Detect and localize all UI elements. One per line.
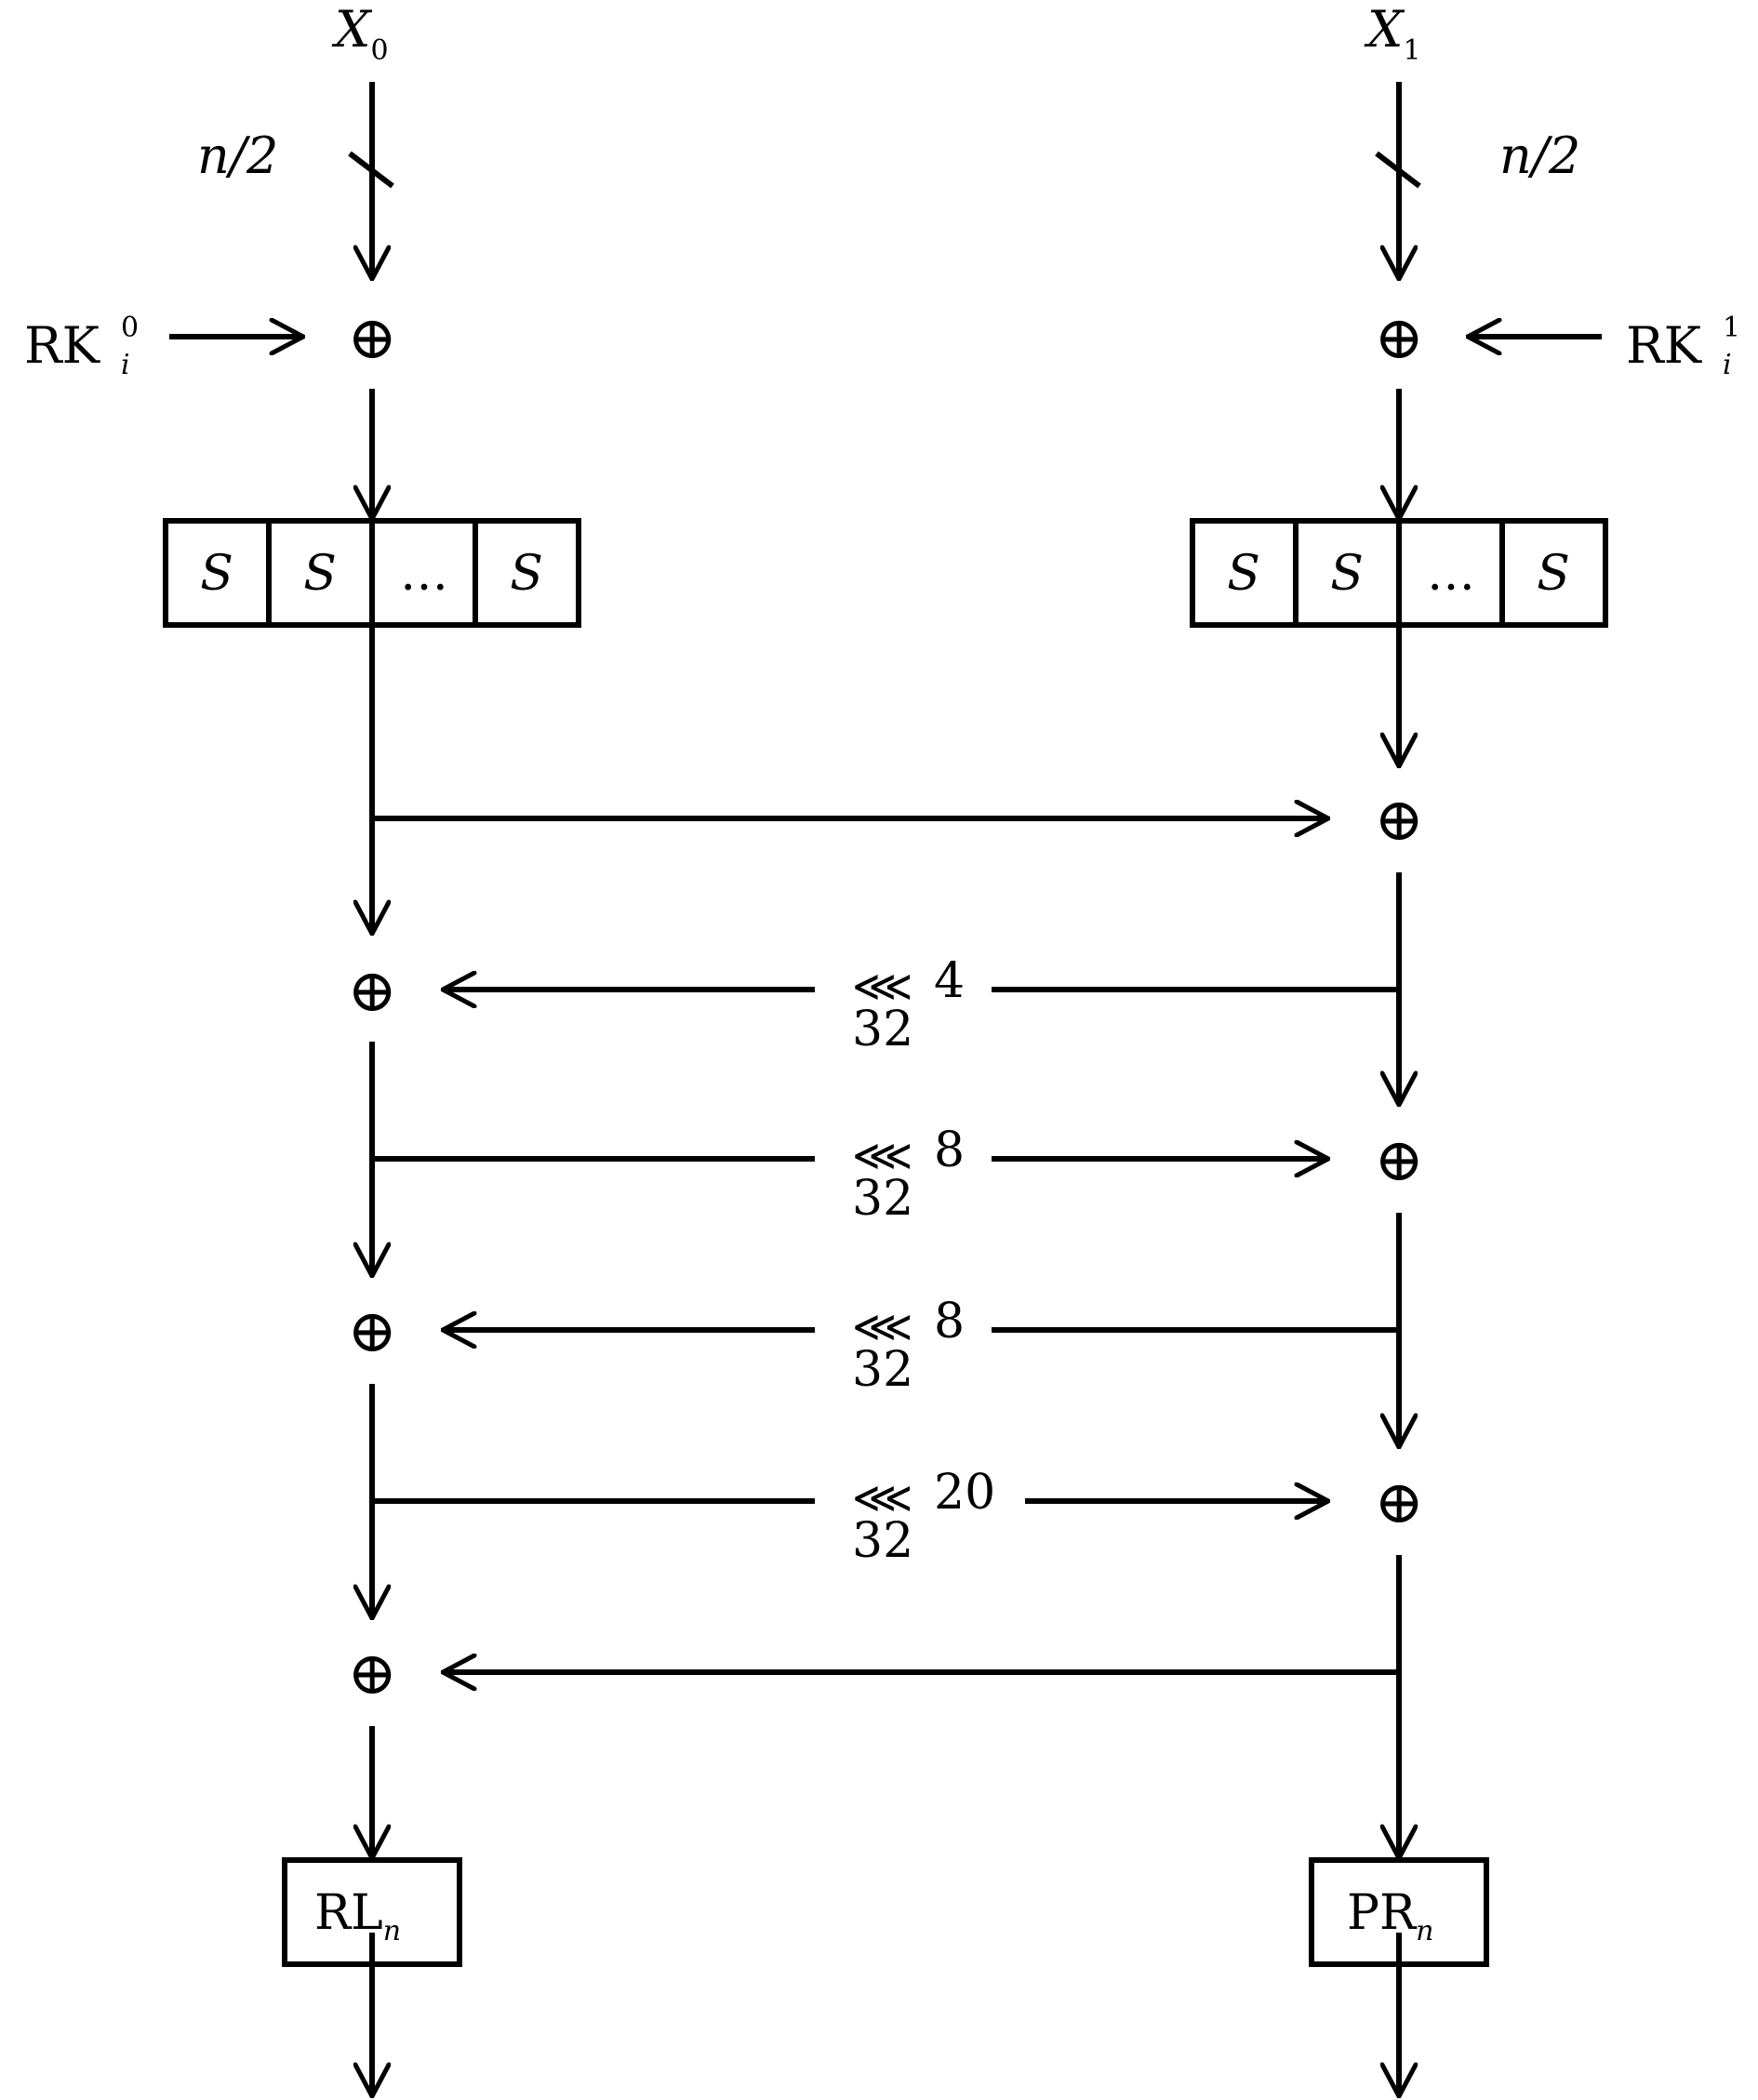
svg-text:⋘: ⋘ [852,961,912,1011]
svg-text:0: 0 [121,312,139,344]
left-width-label: n/2 [197,126,278,185]
left-sbox-cell-2: S [303,546,337,602]
right-sbox-cell-4: S [1537,546,1570,602]
right-sbox-cell-2: S [1330,546,1364,602]
left-xor-3: ⊕ [347,1640,397,1708]
svg-text:⋘: ⋘ [852,1301,912,1351]
svg-text:⋘: ⋘ [852,1130,912,1180]
left-width-tick [348,151,394,189]
svg-text:32: 32 [852,1342,913,1398]
svg-text:8: 8 [934,1294,965,1349]
svg-text:RK: RK [24,316,101,375]
svg-text:⋘: ⋘ [852,1472,912,1522]
right-input-label: X1 [1364,0,1421,67]
left-input-label: X0 [331,0,389,67]
rotation-label-4: ⋘ 20 32 [852,1465,995,1569]
right-key-xor: ⊕ [1374,304,1424,373]
left-xor-2: ⊕ [347,1297,397,1366]
svg-text:1: 1 [1723,312,1740,344]
right-width-tick [1375,151,1421,189]
svg-text:8: 8 [934,1123,965,1178]
svg-text:32: 32 [852,1002,913,1057]
left-round-key-label: RK 0 i [24,312,139,381]
left-sbox-cell-1: S [200,546,233,602]
right-xor-3: ⊕ [1374,1469,1424,1537]
right-width-label: n/2 [1499,126,1580,185]
left-key-xor: ⊕ [347,304,397,373]
right-sbox-cell-1: S [1227,546,1260,602]
svg-text:32: 32 [852,1513,913,1569]
left-sbox-ellipsis: … [400,546,448,602]
rotation-label-2: ⋘ 8 32 [852,1123,965,1227]
rl-box [282,1857,462,1967]
pr-box [1309,1857,1489,1967]
left-xor-1: ⊕ [347,957,397,1026]
svg-text:i: i [1723,349,1732,381]
svg-text:RK: RK [1626,316,1703,375]
pr-label: PRn [1347,1885,1433,1947]
left-sbox-cell-4: S [510,546,543,602]
right-sbox-ellipsis: … [1427,546,1475,602]
rotation-label-1: ⋘ 4 32 [852,953,965,1057]
svg-text:4: 4 [934,953,965,1009]
svg-text:32: 32 [852,1171,913,1227]
right-xor-1: ⊕ [1374,786,1424,855]
svg-text:i: i [121,349,130,381]
svg-text:20: 20 [934,1465,995,1521]
right-round-key-label: RK 1 i [1626,312,1740,381]
rotation-label-3: ⋘ 8 32 [852,1294,965,1398]
rl-label: RLn [314,1885,401,1947]
right-xor-2: ⊕ [1374,1126,1424,1195]
